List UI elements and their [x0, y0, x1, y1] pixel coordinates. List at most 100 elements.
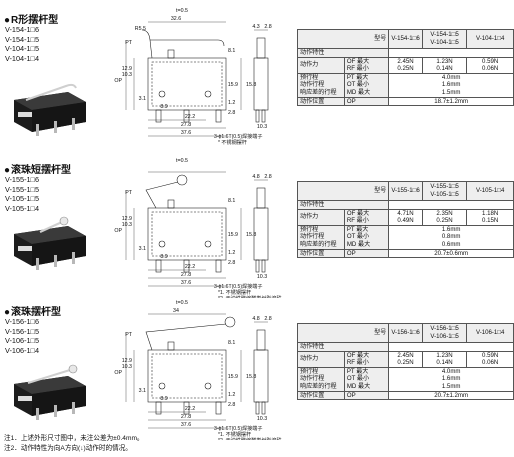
dim-width: 32.6	[171, 16, 181, 22]
roller	[68, 364, 78, 374]
body-outline	[147, 57, 227, 111]
dim-radius: R5.5	[135, 26, 146, 32]
dim-f: 15.9	[228, 374, 238, 380]
dim-n: 2.8	[228, 110, 235, 116]
dimension-lines	[125, 171, 268, 287]
characteristics-empty	[388, 48, 514, 58]
dim-pt: PT	[125, 40, 133, 46]
spec-value: 18.7±1.2mm	[388, 96, 514, 107]
dim-n: 2.8	[228, 402, 235, 408]
dim-fp: 12.9	[122, 66, 132, 72]
dim-k: 10.3	[257, 274, 267, 280]
dim-thickness: t=0.5	[176, 300, 188, 306]
dim-e: 37.6	[181, 280, 191, 286]
side-lever	[256, 187, 266, 209]
characteristics-label: 动作特性	[296, 342, 390, 352]
switch-top	[14, 226, 86, 244]
note: *2. 无油性聚缩醛类树脂滚珠	[218, 295, 282, 298]
terminal	[72, 252, 75, 264]
dimension-drawing: 34t=0.5PTOP12.910.33.18.922.227.837.68.1…	[114, 300, 281, 440]
side-terminal	[261, 401, 266, 415]
side-terminal	[255, 109, 260, 123]
model-item: V-106-1□5	[5, 336, 40, 346]
hole-note: 3-ϕ1.6T(0.5)焊接端子	[214, 425, 262, 432]
switch-top	[14, 376, 86, 394]
spec-row-sub: OP	[343, 96, 390, 107]
dim-op: 10.3	[122, 364, 132, 370]
section-title: ●滚珠短摆杆型	[4, 165, 72, 176]
model-list: V-155-1□6 V-155-1□5 V-105-1□5 V-105-1□4	[5, 175, 39, 214]
drawing-lines	[145, 174, 269, 273]
characteristics-empty	[388, 342, 514, 352]
model-item: V-104-1□5	[5, 44, 40, 54]
dim-b: 8.9	[160, 396, 167, 402]
model-item: V-104-1□4	[5, 54, 40, 64]
dim-h3: 4.8	[252, 316, 259, 322]
lever-outline	[145, 181, 179, 209]
model-label-cell: 型号	[296, 181, 390, 201]
dim-b: 8.9	[160, 104, 167, 110]
drawing-lines	[141, 29, 269, 123]
footnote: 注1．上述外形尺寸图中，未注公差为±0.4mm。	[4, 435, 144, 442]
dim-m: 1.2	[228, 100, 235, 106]
characteristics-row: 动作特性	[296, 342, 514, 352]
drawing-lines	[145, 316, 269, 415]
spec-row-label: 预行程动作行程响应差的行程	[297, 366, 345, 392]
lever-outline	[150, 39, 225, 47]
section-r-lever: ●R形摆杆型 V-154-1□6 V-154-1□5 V-104-1□5 V-1…	[0, 0, 514, 148]
bullet-icon: ●	[4, 307, 11, 318]
side-lever	[256, 329, 266, 351]
dim-c: 22.2	[185, 406, 195, 412]
dim-fp: 12.9	[122, 216, 132, 222]
switch-photo	[14, 216, 86, 270]
model-column-header: V-154-1□6	[388, 29, 423, 49]
body-inner	[151, 211, 223, 257]
dim-f: 15.9	[228, 232, 238, 238]
spec-row-label: 动作力	[297, 56, 345, 74]
characteristics-empty	[388, 200, 514, 210]
model-item: V-155-1□6	[5, 175, 40, 184]
model-item: V-156-1□6	[5, 317, 40, 326]
mounting-hole	[204, 90, 212, 98]
dimension-drawing: 32.6R5.5t=0.5PTOP12.910.33.18.922.227.83…	[114, 8, 271, 146]
spec-row-label: 预行程动作行程响应差的行程	[297, 72, 345, 98]
switch-photo	[14, 364, 86, 420]
characteristics-label: 动作特性	[296, 48, 390, 58]
spec-row-label: 动作力	[297, 350, 345, 368]
dim-f: 15.9	[228, 82, 238, 88]
r-lever	[25, 83, 77, 101]
dim-c: 22.2	[185, 114, 195, 120]
plunger	[167, 199, 175, 209]
model-column-header: V-105-1□4	[466, 181, 514, 201]
footnote: 注2．动作特性为向A方向(↓)动作时的情况。	[4, 444, 132, 452]
note: *1. 不锈钢摆杆	[218, 431, 251, 438]
dim-m: 1.2	[228, 250, 235, 256]
model-item: V-154-1□6	[5, 25, 40, 34]
dim-g: 15.8	[246, 374, 256, 380]
section-roller-short-lever: ●滚珠短摆杆型 V-155-1□6 V-155-1□5 V-105-1□5 V-…	[0, 150, 514, 298]
dim-h3: 4.8	[252, 174, 259, 180]
characteristics-row: 动作特性	[296, 48, 514, 58]
short-lever	[39, 220, 63, 234]
lever-outline	[145, 323, 227, 351]
mounting-hole	[158, 90, 166, 98]
dim-op: 10.3	[122, 72, 132, 78]
dim-op: 10.3	[122, 222, 132, 228]
side-lever	[256, 37, 266, 59]
section-title: ●滚珠摆杆型	[4, 307, 62, 318]
terminal	[54, 255, 57, 267]
terminal	[54, 121, 57, 133]
